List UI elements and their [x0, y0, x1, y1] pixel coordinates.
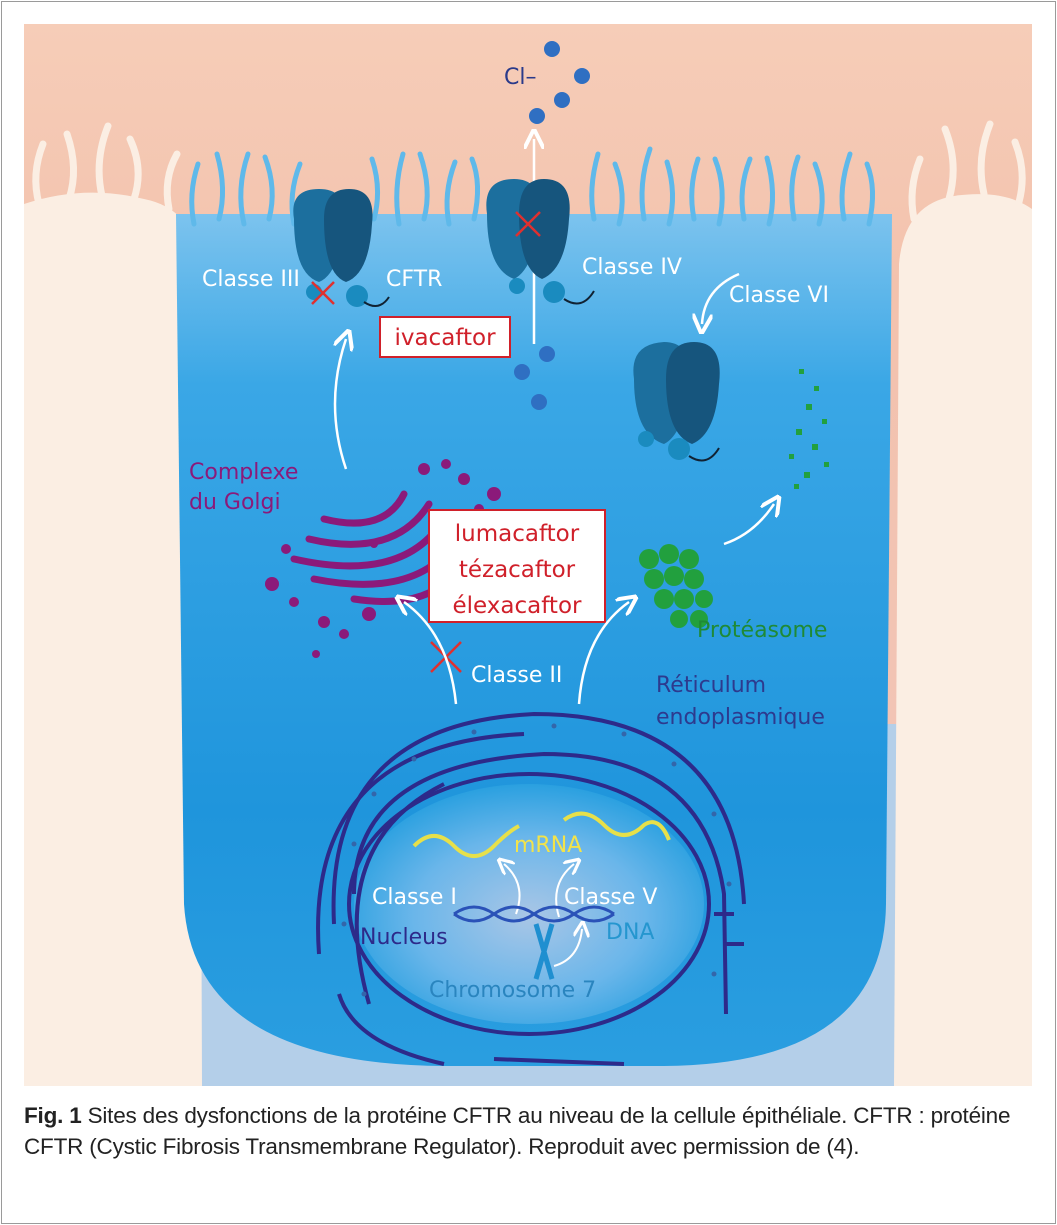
classe-vi-label: Classe VI [729, 283, 829, 308]
classe-iv-x-icon [515, 211, 541, 237]
mrna-label: mRNA [514, 833, 582, 858]
ivacaftor-label: ivacaftor [394, 325, 496, 351]
degraded-peptides [789, 369, 829, 489]
proteasome-icon [639, 544, 713, 628]
reticulum-label-line2: endoplasmique [656, 705, 825, 730]
cftr-cell-diagram: Cl– Classe III CFTR Classe IV Classe VI … [24, 24, 1032, 1086]
classe-vi-arrow [702, 272, 740, 324]
classe-iii-x-icon [311, 281, 335, 305]
nucleus [354, 784, 704, 1024]
chloride-ions [514, 41, 590, 410]
nucleus-label: Nucleus [360, 925, 448, 950]
cell-microvilli [189, 146, 875, 227]
neighbor-cell-left [24, 192, 202, 1086]
classe-i-label: Classe I [372, 885, 457, 910]
mrna-strand-right [562, 811, 671, 841]
tezacaftor-label: tézacaftor [459, 557, 576, 583]
classe-ii-label: Classe II [471, 663, 562, 688]
ribosomes [341, 723, 732, 997]
proteasome-label: Protéasome [697, 618, 827, 643]
golgi-label-line1: Complexe [189, 460, 298, 485]
classe-v-arrow [555, 864, 574, 918]
cftr-label: CFTR [386, 267, 442, 292]
chromosome-arrow [553, 929, 582, 967]
chromosome-icon [533, 923, 555, 980]
cftr-channel-classe-vi [633, 342, 720, 462]
ivacaftor-box: ivacaftor [379, 316, 511, 358]
caption-text: Sites des dysfonctions de la protéine CF… [24, 1103, 1011, 1159]
reticulum-label-line1: Réticulum [656, 673, 766, 698]
classe-i-arrow [504, 864, 521, 915]
lumacaftor-label: lumacaftor [455, 521, 580, 547]
correctors-box: lumacaftor tézacaftor élexacaftor [428, 509, 606, 623]
er-to-golgi-arrow [404, 602, 458, 705]
er-to-proteasome-arrow [577, 602, 629, 705]
chloride-label: Cl– [504, 65, 536, 90]
endoplasmic-reticulum [316, 711, 746, 1066]
proteasome-arrow [723, 504, 774, 546]
golgi-to-membrane-arrow [335, 339, 346, 470]
dna-label: DNA [606, 920, 654, 945]
cftr-channel-classe-iv [486, 179, 595, 305]
neighbor-microvilli [32, 120, 1026, 223]
caption-label: Fig. 1 [24, 1103, 82, 1128]
classe-iv-label: Classe IV [582, 255, 682, 280]
classe-iii-label: Classe III [202, 267, 300, 292]
classe-v-label: Classe V [564, 885, 657, 910]
neighbor-cell-right [894, 194, 1032, 1086]
mrna-strand-left [412, 824, 520, 858]
dna-helix [453, 905, 615, 923]
chromosome-label: Chromosome 7 [429, 978, 596, 1003]
golgi-label-line2: du Golgi [189, 490, 281, 515]
cftr-channel-classe-iii [293, 189, 390, 307]
elexacaftor-label: élexacaftor [453, 593, 583, 619]
